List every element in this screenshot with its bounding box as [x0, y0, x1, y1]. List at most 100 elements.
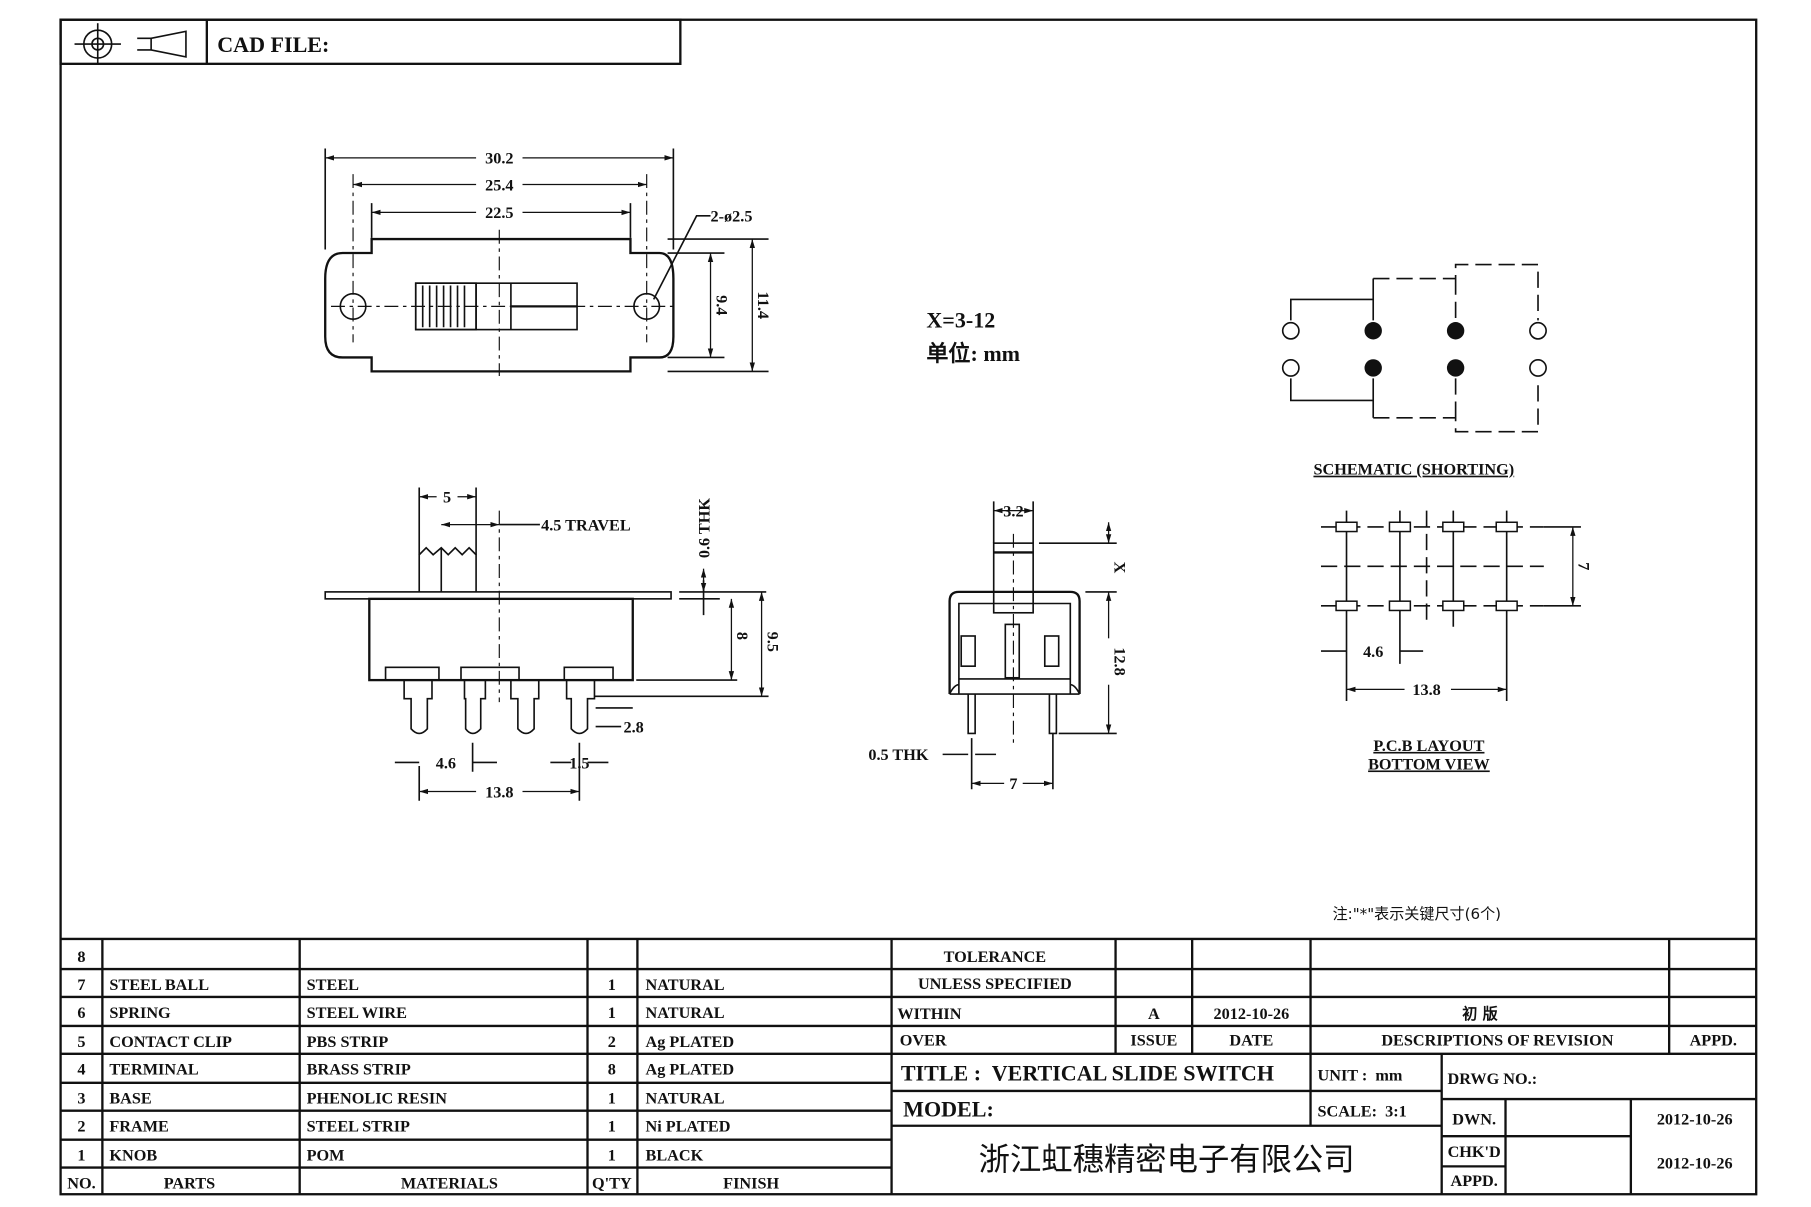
cad-file-label: CAD FILE:: [217, 32, 329, 57]
header-box: CAD FILE:: [59, 18, 682, 65]
bom-cell-parts: FRAME: [109, 1118, 169, 1136]
bom-cell-no: 8: [77, 948, 85, 966]
tolerance-line1: TOLERANCE: [944, 948, 1047, 966]
side-dim-8: 8: [733, 632, 751, 640]
desc-label: DESCRIPTIONS OF REVISION: [1381, 1032, 1613, 1050]
bom-cell-materials: STEEL: [307, 976, 360, 994]
end-dim-x: X: [1110, 562, 1128, 574]
dim-11-4: 11.4: [754, 291, 772, 319]
bom-cell-qty: 2: [608, 1033, 616, 1051]
pcb-label-line1: P.C.B LAYOUT: [1373, 737, 1484, 755]
side-dim-9-5: 9.5: [763, 632, 781, 652]
issue-label: ISSUE: [1130, 1032, 1177, 1050]
bom-cell-no: 6: [77, 1004, 85, 1022]
bom-cell-finish: Ag PLATED: [646, 1061, 735, 1079]
bom-cell-finish: Ag PLATED: [646, 1033, 735, 1051]
bom-cell-qty: 8: [608, 1061, 616, 1079]
side-dim-0-6-thk: 0.6 THK: [695, 498, 713, 559]
bom-cell-materials: STEEL STRIP: [307, 1118, 410, 1136]
bom-cell-parts: SPRING: [109, 1004, 171, 1022]
bom-cell-no: 3: [77, 1090, 85, 1108]
bom-cell-qty: 1: [608, 1147, 616, 1165]
pcb-layout: 7 4.6 13.8 P.C.B LAYOUT BOTTOM VIEW: [1320, 510, 1593, 773]
table-row: 8: [77, 948, 85, 966]
bom-cell-finish: NATURAL: [646, 1004, 725, 1022]
drwg-no-field: DRWG NO.:: [1447, 1070, 1537, 1088]
table-row: 7 STEEL BALL STEEL 1 NATURAL: [77, 976, 724, 994]
revision-description: 初 版: [1462, 1005, 1498, 1023]
bom-cell-no: 5: [77, 1033, 85, 1051]
model-field: MODEL:: [903, 1096, 994, 1121]
bom-cell-qty: 1: [608, 1090, 616, 1108]
bom-cell-materials: PBS STRIP: [307, 1033, 389, 1051]
tolerance-line2: UNLESS SPECIFIED: [918, 975, 1072, 993]
revision-issue: A: [1148, 1005, 1160, 1023]
bom-cell-materials: BRASS STRIP: [307, 1061, 411, 1079]
dim-hole-diameter: 2-ø2.5: [711, 208, 753, 226]
bom-cell-parts: TERMINAL: [109, 1061, 198, 1079]
bom-header-materials: MATERIALS: [401, 1174, 498, 1192]
bom-cell-no: 7: [77, 976, 85, 994]
bom-cell-qty: 1: [608, 976, 616, 994]
dim-22-5: 22.5: [485, 204, 513, 222]
chk-date: 2012-10-26: [1657, 1155, 1733, 1173]
sheet-border: [59, 18, 1758, 1196]
side-dim-5: 5: [443, 489, 451, 507]
chkd-label: CHK'D: [1448, 1143, 1501, 1161]
dwn-date: 2012-10-26: [1657, 1111, 1733, 1129]
bom-cell-finish: BLACK: [646, 1147, 704, 1165]
side-dim-2-8: 2.8: [623, 718, 643, 736]
bom-cell-qty: 1: [608, 1004, 616, 1022]
title-block: TOLERANCE UNLESS SPECIFIED WITHIN OVER A…: [897, 948, 1737, 1190]
scale-field: SCALE: 3:1: [1318, 1102, 1407, 1120]
bom-cell-parts: BASE: [109, 1090, 151, 1108]
appd-label: APPD.: [1690, 1032, 1737, 1050]
bom-header-finish: FINISH: [723, 1174, 779, 1192]
bom-cell-finish: NATURAL: [646, 1090, 725, 1108]
x-range-note: X=3-12: [926, 307, 995, 332]
over-label: OVER: [900, 1032, 947, 1050]
side-dim-4-6: 4.6: [436, 754, 456, 772]
bom-cell-parts: KNOB: [109, 1147, 157, 1165]
table-row: 5 CONTACT CLIP PBS STRIP 2 Ag PLATED: [77, 1033, 734, 1051]
within-label: WITHIN: [897, 1005, 961, 1023]
appd2-label: APPD.: [1451, 1172, 1498, 1190]
end-dim-3-2: 3.2: [1003, 502, 1023, 520]
bom-cell-finish: NATURAL: [646, 976, 725, 994]
end-dim-12-8: 12.8: [1110, 647, 1128, 675]
bom-header-qty: Q'TY: [592, 1174, 632, 1192]
dwn-label: DWN.: [1452, 1111, 1496, 1129]
drawing-title: TITLE : VERTICAL SLIDE SWITCH: [901, 1060, 1274, 1085]
side-dim-travel: 4.5 TRAVEL: [541, 516, 631, 534]
dim-25-4: 25.4: [485, 176, 513, 194]
bom-header-no: NO.: [67, 1174, 95, 1192]
unit-field: UNIT : mm: [1318, 1066, 1403, 1084]
bom-cell-materials: STEEL WIRE: [307, 1004, 407, 1022]
unit-note: 单位: mm: [926, 341, 1020, 366]
bom-cell-parts: CONTACT CLIP: [109, 1033, 232, 1051]
key-dims-note: 注:"*"表示关键尺寸(6个): [1333, 905, 1501, 923]
table-row: 4 TERMINAL BRASS STRIP 8 Ag PLATED: [77, 1061, 734, 1079]
bom-header-parts: PARTS: [164, 1174, 215, 1192]
side-dim-13-8: 13.8: [485, 783, 513, 801]
end-dim-0-5-thk: 0.5 THK: [868, 746, 929, 764]
bom-cell-no: 1: [77, 1147, 85, 1165]
end-dim-7: 7: [1009, 775, 1017, 793]
dim-9-4: 9.4: [712, 295, 730, 315]
bom-cell-qty: 1: [608, 1118, 616, 1136]
table-row: 6 SPRING STEEL WIRE 1 NATURAL: [77, 1004, 724, 1022]
bom-cell-parts: STEEL BALL: [109, 976, 209, 994]
bom-cell-no: 2: [77, 1118, 85, 1136]
company-name: 浙江虹穗精密电子有限公司: [979, 1142, 1355, 1178]
bom-cell-no: 4: [77, 1061, 85, 1079]
pcb-dim-4-6: 4.6: [1363, 643, 1383, 661]
schematic: SCHEMATIC (SHORTING): [1281, 263, 1547, 479]
revision-date: 2012-10-26: [1213, 1005, 1289, 1023]
side-view: 5 4.5 TRAVEL 0.6 THK 8 9.5 2.8 4.6 1.5 1…: [324, 487, 781, 801]
schematic-label: SCHEMATIC (SHORTING): [1313, 461, 1514, 479]
